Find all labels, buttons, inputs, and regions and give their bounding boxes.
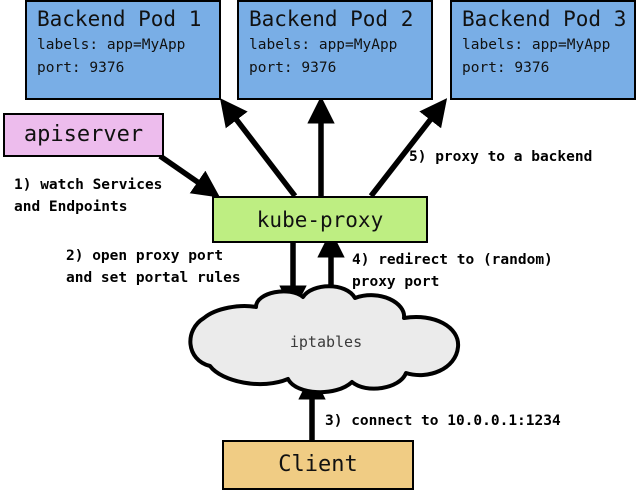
- apiserver-node: apiserver: [3, 113, 164, 157]
- arrow-apiserver-to-kubeproxy: [158, 153, 221, 198]
- pod-labels: labels: app=MyApp: [37, 37, 186, 53]
- step-1-line-2: and Endpoints: [14, 199, 128, 215]
- client-node: Client: [222, 440, 414, 490]
- pod-title: Backend Pod 2: [249, 7, 414, 31]
- step-5-line-1: 5) proxy to a backend: [409, 149, 593, 165]
- pod-title: Backend Pod 1: [37, 7, 202, 31]
- step-2-line-2: and set portal rules: [66, 270, 241, 286]
- step-1-line-1: 1) watch Services: [14, 177, 163, 193]
- pod-port: port: 9376: [37, 60, 125, 76]
- backend-pod-3: Backend Pod 3 labels: app=MyApp port: 93…: [450, 0, 636, 100]
- step-3-line-1: 3) connect to 10.0.0.1:1234: [325, 413, 561, 429]
- pod-port: port: 9376: [462, 60, 550, 76]
- arrow-kubeproxy-to-pod1: [219, 98, 298, 198]
- pod-labels: labels: app=MyApp: [249, 37, 398, 53]
- client-label: Client: [278, 452, 358, 477]
- pod-port: port: 9376: [249, 60, 337, 76]
- step-4-line-2: proxy port: [352, 274, 440, 290]
- pod-labels: labels: app=MyApp: [462, 37, 611, 53]
- backend-pod-1: Backend Pod 1 labels: app=MyApp port: 93…: [25, 0, 221, 100]
- iptables-label: iptables: [289, 333, 363, 351]
- apiserver-label: apiserver: [23, 122, 144, 147]
- step-4-line-1: 4) redirect to (random): [352, 252, 553, 268]
- kube-proxy-label: kube-proxy: [256, 207, 384, 232]
- backend-pod-2: Backend Pod 2 labels: app=MyApp port: 93…: [237, 0, 433, 100]
- step-2-line-1: 2) open proxy port: [66, 248, 224, 264]
- pod-title: Backend Pod 3: [462, 7, 627, 31]
- kube-proxy-node: kube-proxy: [212, 196, 428, 243]
